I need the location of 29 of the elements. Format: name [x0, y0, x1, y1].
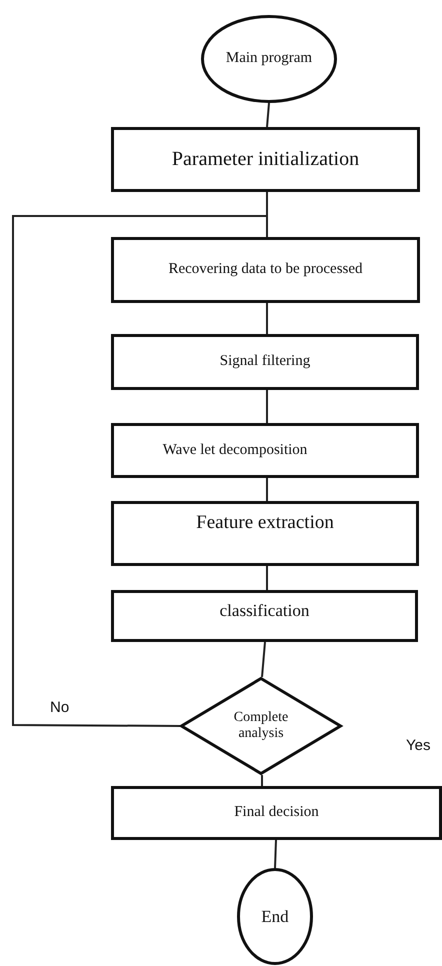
node-text: Parameter initialization	[172, 148, 360, 171]
connector-line	[266, 303, 268, 334]
process-box	[111, 590, 418, 642]
start-ellipse	[201, 15, 337, 103]
connector-line	[266, 566, 268, 590]
node-text: classification	[220, 601, 310, 621]
end-ellipse	[237, 868, 313, 965]
node-text: Signal filtering	[220, 353, 310, 371]
node-text: Complete analysis	[232, 710, 290, 742]
connector-line	[266, 390, 268, 423]
connector-line	[261, 775, 263, 786]
process-box	[111, 334, 419, 390]
connector-line	[266, 102, 270, 128]
node-text: Recovering data to be processed	[168, 261, 363, 279]
connector-line	[274, 840, 277, 868]
node-text: Main program	[226, 50, 312, 68]
process-box	[111, 127, 420, 192]
node-text: Wave let decomposition	[162, 442, 308, 460]
connector-line	[261, 642, 266, 678]
process-box	[111, 423, 419, 478]
connector-line	[266, 478, 268, 501]
node-text: End	[261, 906, 289, 926]
node-text: Feature extraction	[196, 512, 334, 534]
decision-diamond	[180, 677, 342, 775]
connector-line	[12, 215, 268, 727]
process-box	[111, 237, 420, 303]
node-text: Final decision	[234, 804, 319, 822]
process-box	[111, 786, 442, 840]
process-box	[111, 501, 419, 566]
